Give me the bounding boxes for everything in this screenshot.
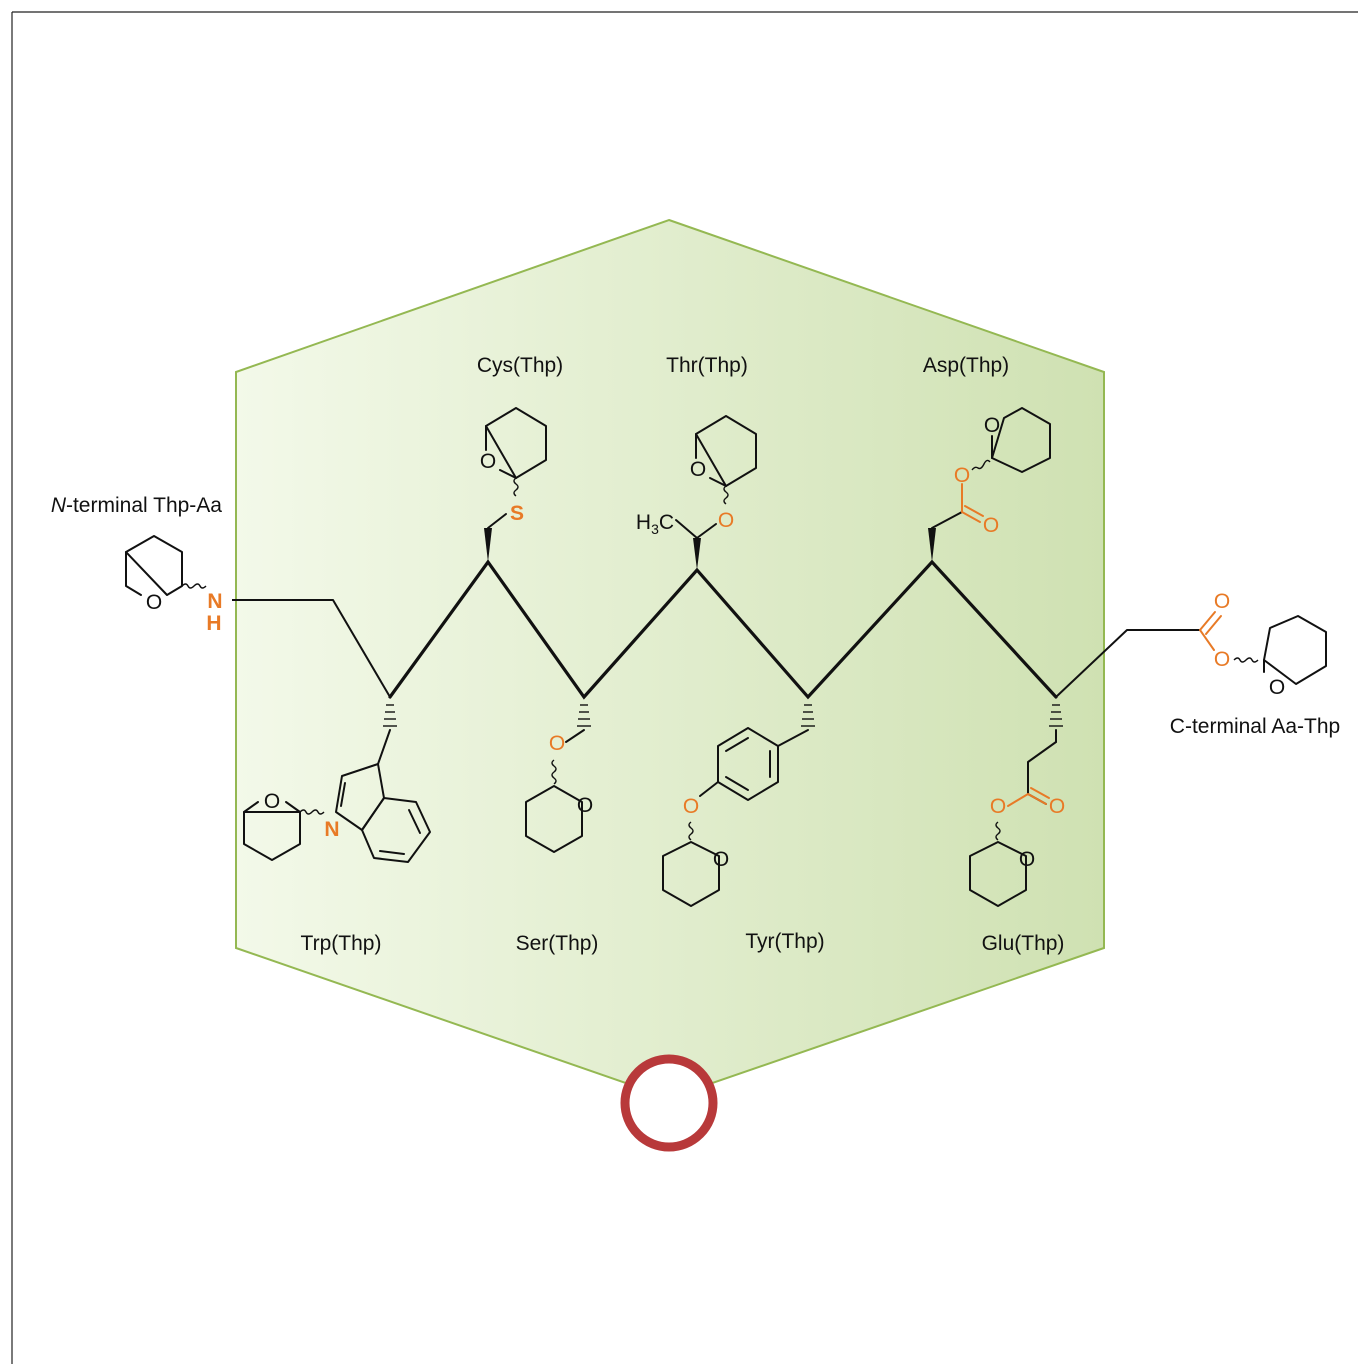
indole-nitrogen: N — [324, 818, 339, 841]
cys-thp-oxygen: O — [480, 450, 496, 473]
ser-sidechain: O O Ser(Thp) — [516, 704, 599, 955]
asp-thp-oxygen: O — [984, 414, 1000, 437]
tyr-label: Tyr(Thp) — [745, 930, 824, 953]
c-terminal-label: C-terminal Aa-Thp — [1170, 715, 1340, 738]
glu-carbonyl-oxygen: O — [1049, 795, 1065, 818]
ser-thp-oxygen: O — [577, 794, 593, 817]
n-terminal-thp-group: O N H N-terminal Thp-Aa — [51, 494, 223, 635]
cys-label: Cys(Thp) — [477, 354, 563, 377]
glu-ester-oxygen: O — [990, 795, 1006, 818]
thr-sidechain: H3C O O Thr(Thp) — [636, 354, 757, 570]
asp-ester-oxygen: O — [954, 464, 970, 487]
asp-carbonyl-oxygen: O — [983, 514, 999, 537]
amine-nitrogen: N — [207, 590, 222, 613]
ring-oxygen: O — [146, 591, 162, 614]
thr-thp-oxygen: O — [690, 458, 706, 481]
methyl-label: H3C — [636, 511, 674, 537]
thr-label: Thr(Thp) — [666, 354, 748, 377]
tyr-thp-oxygen: O — [713, 848, 729, 871]
asp-sidechain: O O O Asp(Thp) — [923, 354, 1051, 562]
c-terminal-ester-oxygen: O — [1214, 648, 1230, 671]
n-terminal-label: N-terminal Thp-Aa — [51, 494, 222, 517]
glu-thp-oxygen: O — [1019, 848, 1035, 871]
cys-sidechain: S O Cys(Thp) — [477, 354, 563, 562]
glu-label: Glu(Thp) — [982, 932, 1065, 955]
trp-sidechain: N O Trp(Thp) — [243, 704, 431, 955]
asp-label: Asp(Thp) — [923, 354, 1009, 377]
hexagon-panel — [235, 218, 1105, 1100]
tyr-sidechain: O O Tyr(Thp) — [662, 704, 825, 953]
circle-ring-icon — [620, 1054, 718, 1152]
sulfur-atom: S — [510, 502, 524, 525]
ser-label: Ser(Thp) — [516, 932, 599, 955]
thr-ether-oxygen: O — [718, 509, 734, 532]
tyr-ether-oxygen: O — [683, 795, 699, 818]
trp-label: Trp(Thp) — [301, 932, 382, 955]
c-terminal-thp-oxygen: O — [1269, 676, 1285, 699]
glu-sidechain: O O O Glu(Thp) — [969, 704, 1065, 955]
c-terminal-thp-group: O O O C-terminal Aa-Thp — [1170, 590, 1340, 738]
amine-hydrogen: H — [206, 612, 221, 635]
trp-thp-oxygen: O — [264, 790, 280, 813]
ser-ether-oxygen: O — [549, 732, 565, 755]
c-terminal-carbonyl-oxygen: O — [1214, 590, 1230, 613]
